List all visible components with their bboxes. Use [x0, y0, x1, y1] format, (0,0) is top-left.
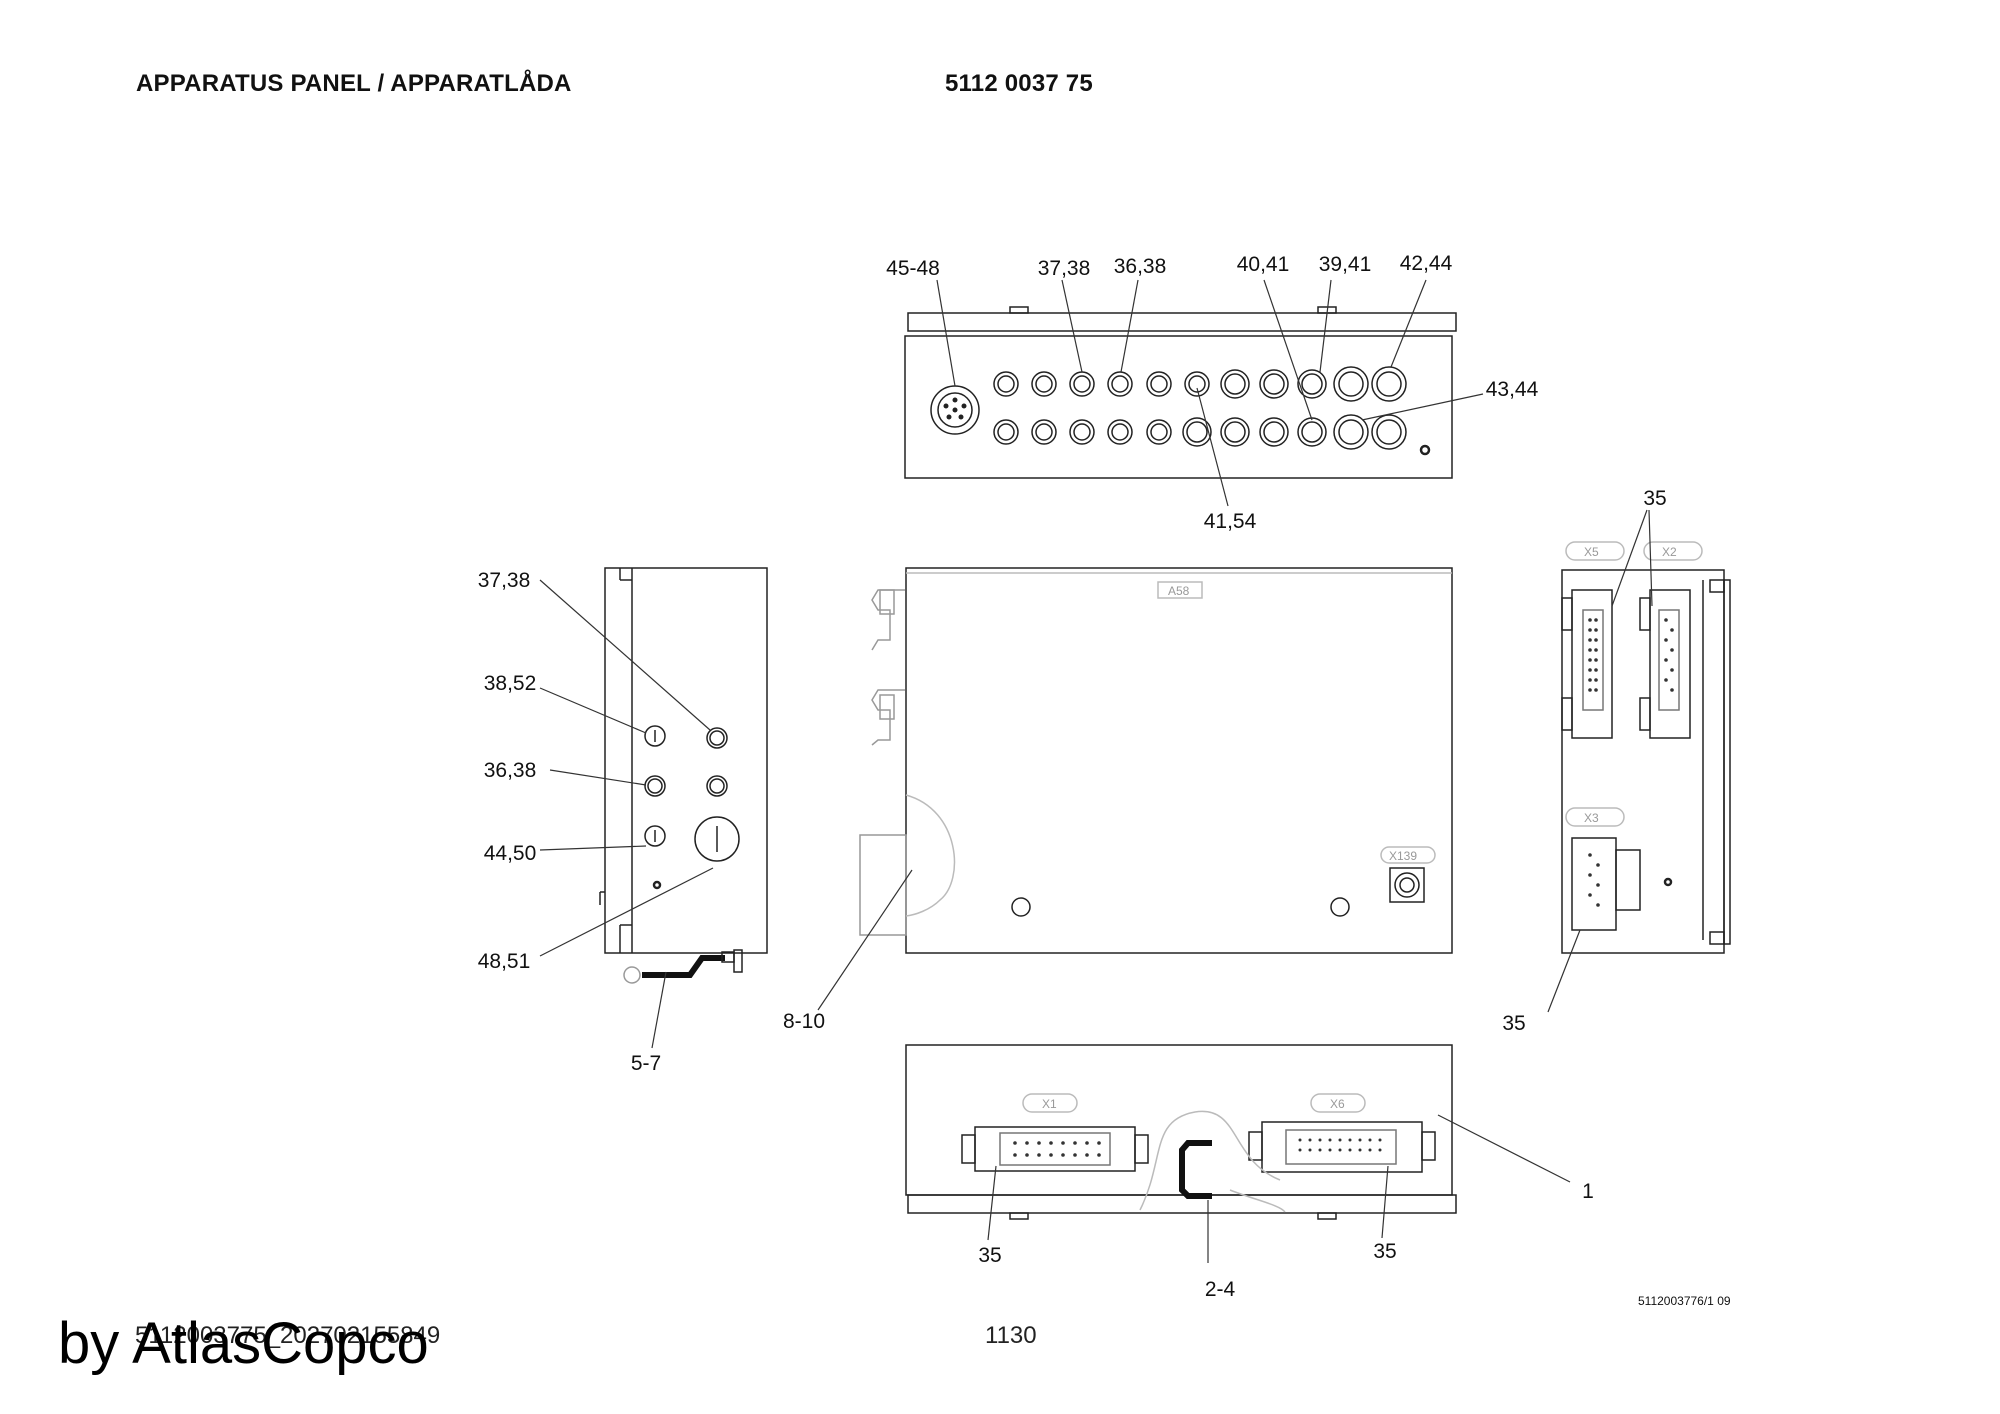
- tag-x5: X5: [1584, 545, 1599, 559]
- callout-5-7: 5-7: [631, 1052, 661, 1075]
- callout-35-bottom-right: 35: [1373, 1240, 1396, 1263]
- callout-8-10: 8-10: [783, 1010, 825, 1033]
- callout-37-38-left: 37,38: [478, 569, 531, 592]
- callout-35-right-top: 35: [1643, 487, 1666, 510]
- document-title: APPARATUS PANEL / APPARATLÅDA: [136, 70, 572, 97]
- callout-39-41: 39,41: [1319, 253, 1372, 276]
- front-view: [859, 567, 1453, 954]
- part-number: 5112 0037 75: [945, 70, 1093, 97]
- callout-36-38-top: 36,38: [1114, 255, 1167, 278]
- callout-35-bottom-left: 35: [978, 1244, 1001, 1267]
- drawing-reference: 5112003776/1 09: [1638, 1294, 1731, 1308]
- top-row-1-holes: [993, 366, 1407, 402]
- tag-x2: X2: [1662, 545, 1677, 559]
- top-view: [904, 306, 1457, 479]
- brand-watermark: by AtlasCopco: [58, 1311, 429, 1376]
- callout-42-44: 42,44: [1400, 252, 1453, 275]
- tag-x1: X1: [1042, 1097, 1057, 1111]
- right-side-view: [1561, 541, 1731, 954]
- callout-48-51: 48,51: [478, 950, 531, 973]
- page-number: 1130: [985, 1322, 1037, 1349]
- callout-45-48: 45-48: [886, 257, 940, 280]
- tag-x139: X139: [1389, 849, 1417, 863]
- tag-x3: X3: [1584, 811, 1599, 825]
- tag-x6: X6: [1330, 1097, 1345, 1111]
- callout-43-44: 43,44: [1486, 378, 1539, 401]
- callout-35-right-bottom: 35: [1502, 1012, 1525, 1035]
- callout-38-52: 38,52: [484, 672, 537, 695]
- callout-1: 1: [1582, 1180, 1594, 1203]
- callout-41-54: 41,54: [1204, 510, 1257, 533]
- bottom-view: [905, 1044, 1457, 1220]
- left-side-view: [599, 567, 768, 984]
- callout-36-38-left: 36,38: [484, 759, 537, 782]
- top-row-2-holes: [993, 414, 1407, 450]
- file-identifier: 5112003775_202702155849: [135, 1322, 441, 1349]
- tag-a58: A58: [1168, 584, 1190, 598]
- callout-40-41: 40,41: [1237, 253, 1290, 276]
- callout-37-38-top: 37,38: [1038, 257, 1091, 280]
- leader-lines: [539, 279, 1653, 1263]
- callout-2-4: 2-4: [1205, 1278, 1236, 1301]
- callout-44-50: 44,50: [484, 842, 537, 865]
